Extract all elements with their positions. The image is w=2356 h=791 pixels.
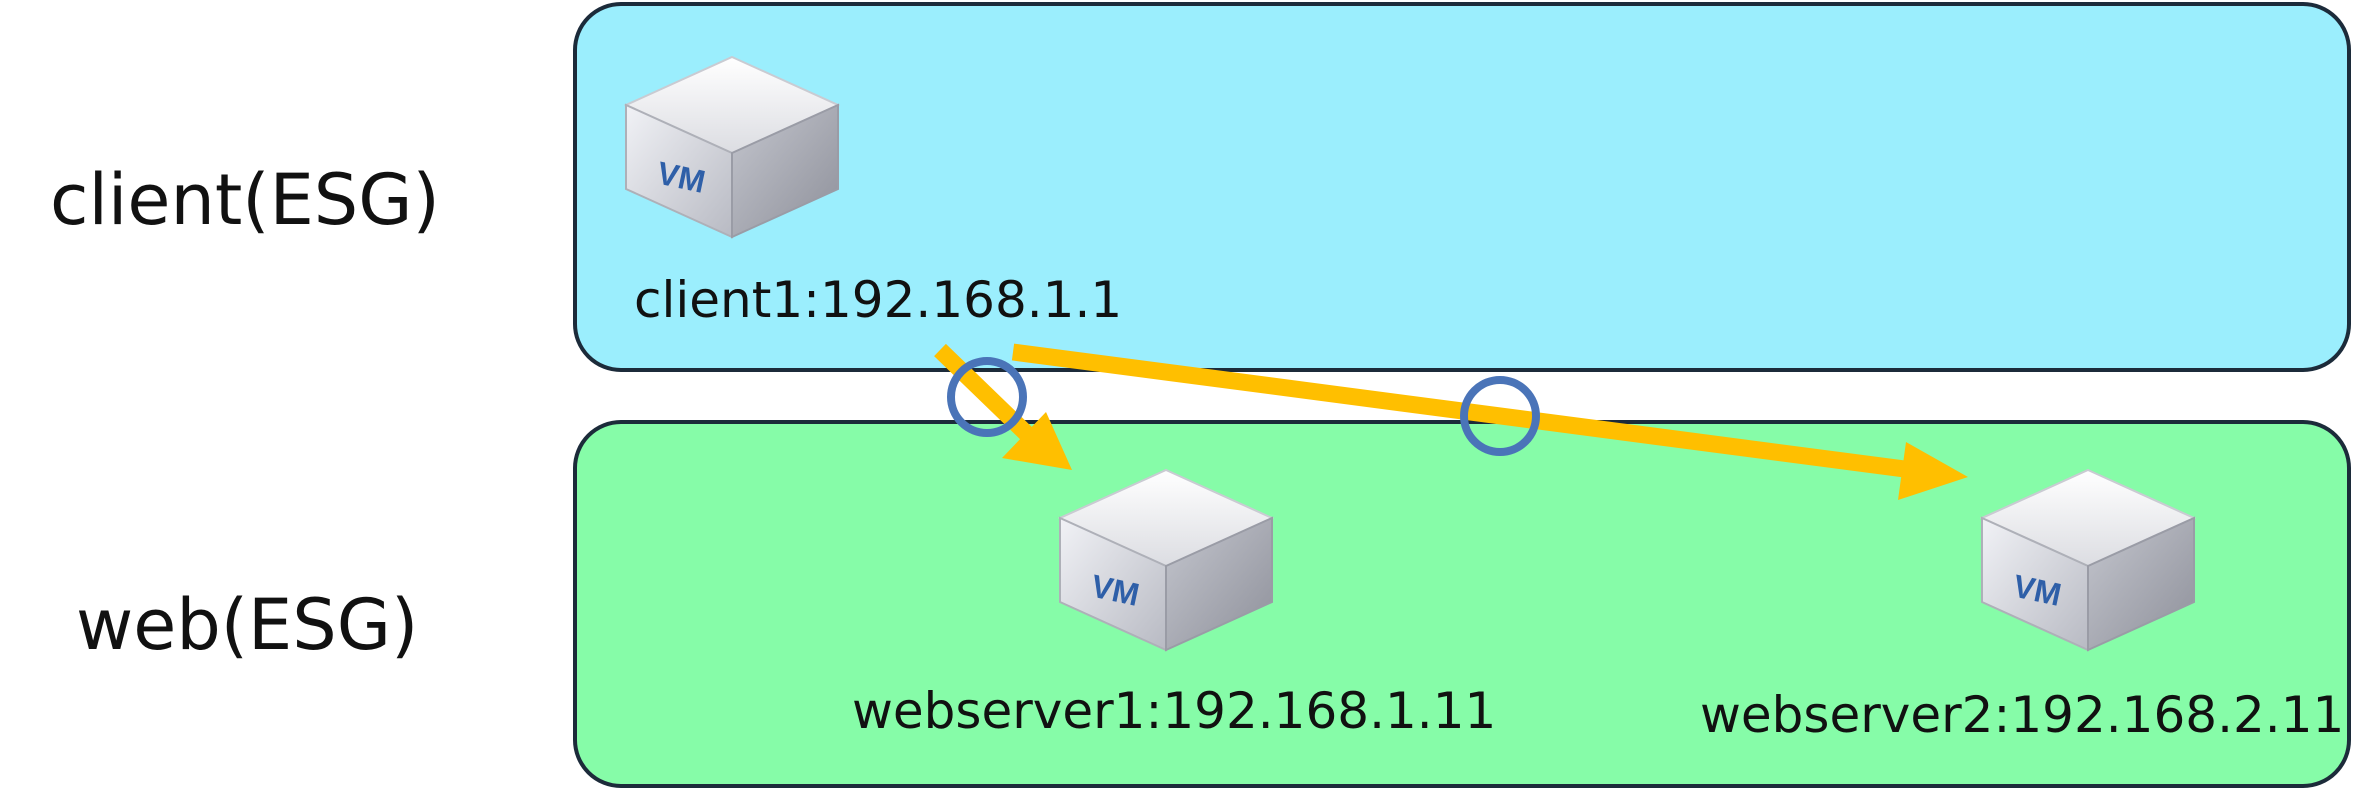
group-label-web: web(ESG)	[76, 584, 419, 666]
arrowhead-webserver1	[1002, 412, 1072, 470]
vm-label-webserver2: webserver2:192.168.2.11	[1700, 686, 2345, 744]
group-label-client: client(ESG)	[50, 159, 440, 241]
vm-icon-client1[interactable]: VM	[624, 55, 840, 239]
vm-icon-webserver1[interactable]: VM	[1058, 468, 1274, 652]
allowed-marker-webserver2	[1460, 376, 1540, 456]
vm-label-client1: client1:192.168.1.1	[634, 271, 1123, 329]
allowed-marker-webserver1	[947, 357, 1027, 437]
arrowhead-webserver2	[1898, 442, 1968, 500]
vm-icon-webserver2[interactable]: VM	[1980, 468, 2196, 652]
vm-label-webserver1: webserver1:192.168.1.11	[852, 682, 1497, 740]
client-group-box	[573, 2, 2351, 372]
